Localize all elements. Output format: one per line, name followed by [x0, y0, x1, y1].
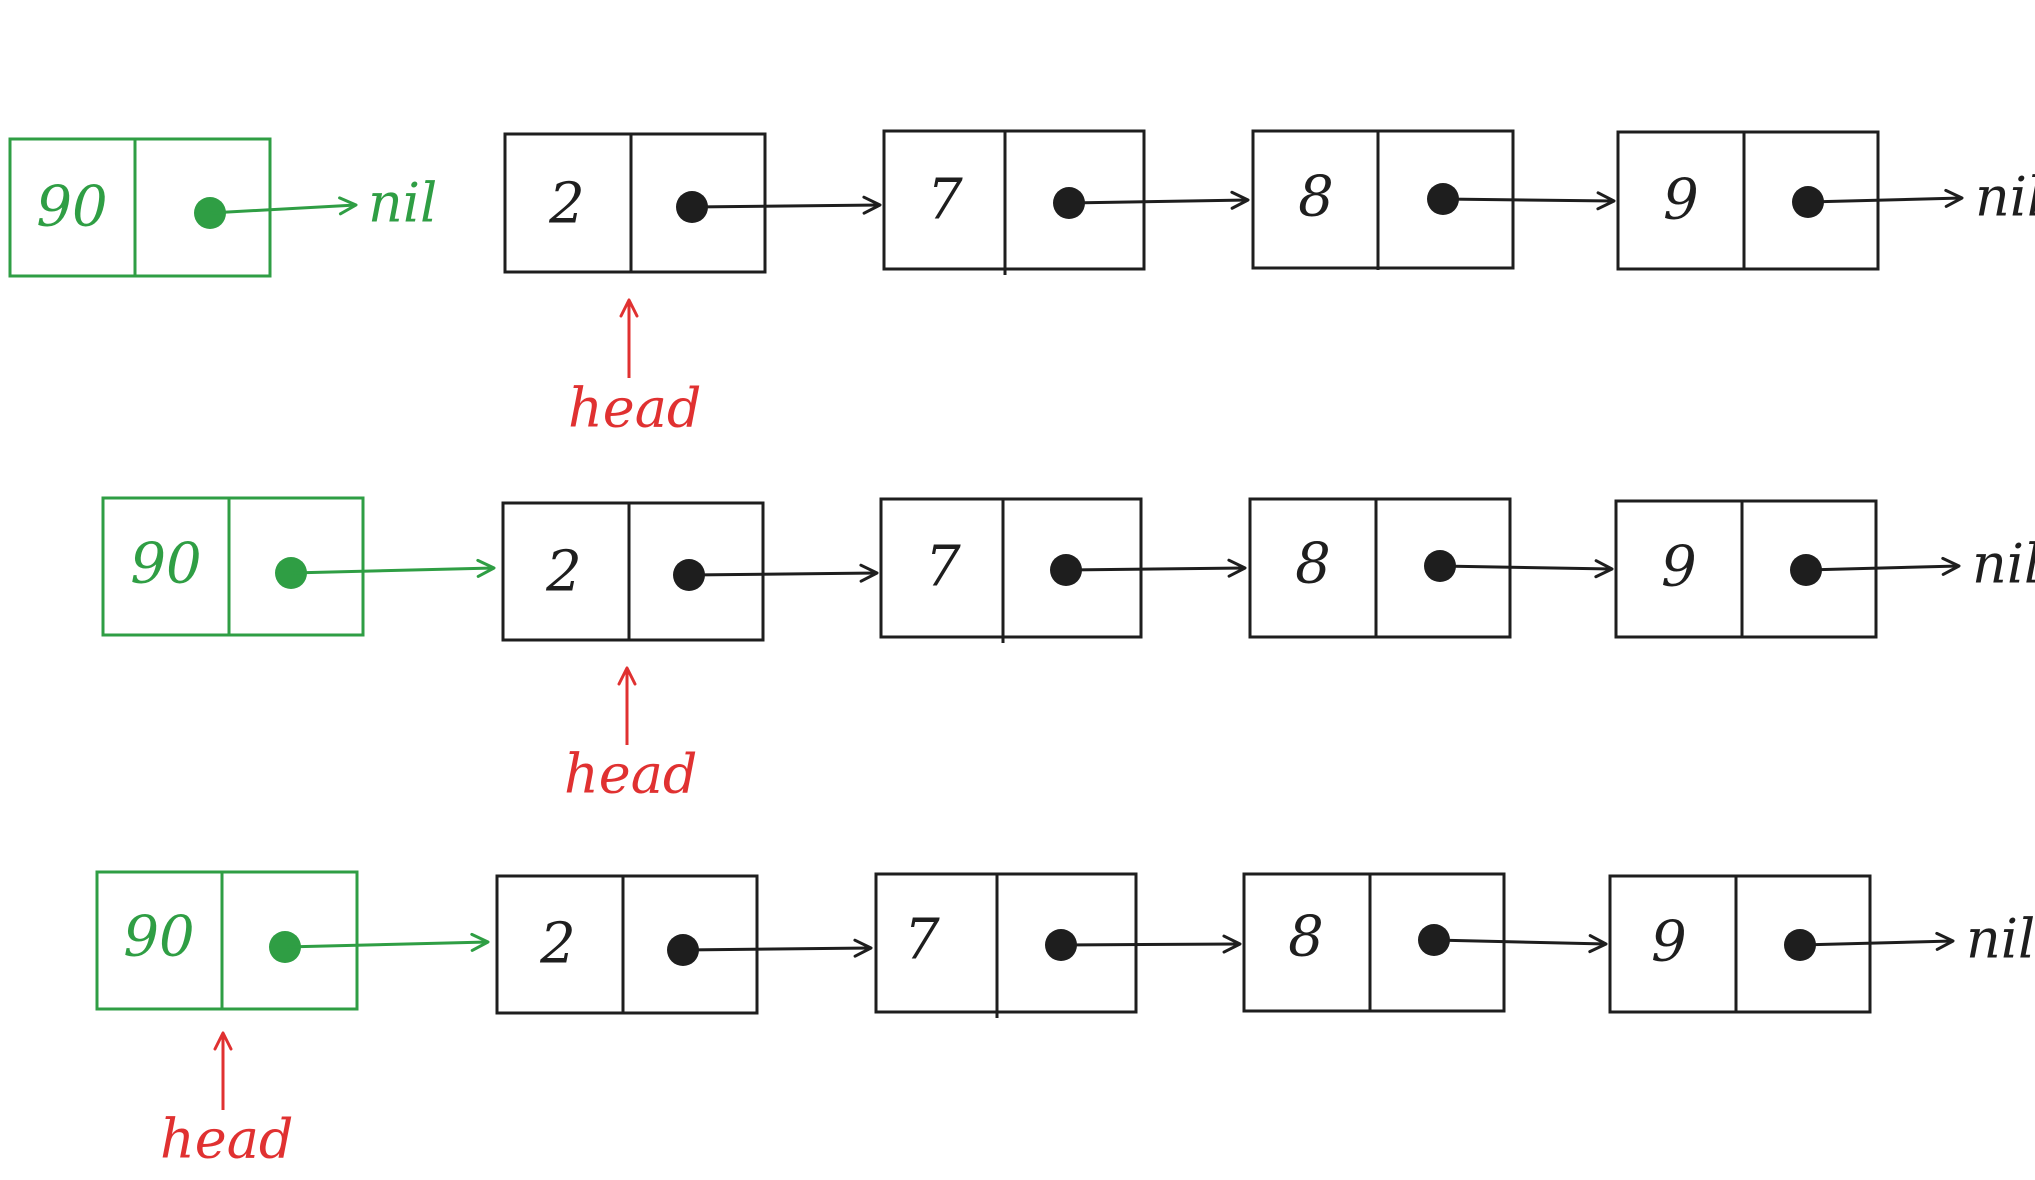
new-node-box: [95, 870, 359, 1011]
new-node-next-arrow: [290, 558, 496, 578]
list-node-value: 2: [548, 172, 585, 237]
new-node-next-arrow: [209, 196, 358, 216]
tail-nil-label: nil: [1975, 166, 2035, 229]
list-node: 9: [1614, 499, 1878, 639]
list-node-value: 7: [925, 535, 961, 600]
row-2: 90 2 7 8 9: [101, 496, 2035, 806]
list-node-value: 7: [904, 908, 940, 973]
tail-nil-label: nil: [1966, 908, 2035, 971]
next-arrow: [691, 195, 882, 215]
list-node: 8: [1242, 872, 1506, 1013]
new-node-next-arrow: [284, 932, 490, 952]
list-node-value: 9: [1651, 910, 1687, 975]
next-arrow: [1065, 558, 1247, 578]
next-arrow: [682, 938, 873, 958]
list-node: 2: [501, 501, 765, 642]
list-node-box: [495, 874, 759, 1015]
new-node: 90: [95, 870, 359, 1011]
list-node-box: [882, 129, 1146, 271]
new-node: 90: [101, 496, 365, 637]
head-label: head: [568, 377, 702, 440]
next-arrow: [1439, 559, 1614, 579]
new-node-value: 90: [130, 532, 201, 597]
tail-nil-label: nil: [1972, 533, 2035, 596]
list-node-value: 2: [539, 912, 576, 977]
list-node-value: 9: [1661, 535, 1697, 600]
row-3: 90 2 7 8 9: [95, 870, 2035, 1171]
list-node-value: 2: [545, 540, 582, 605]
tail-arrow: [1805, 556, 1961, 576]
new-node-nil-label: nil: [368, 172, 437, 235]
list-node-box: [1242, 872, 1506, 1013]
list-node-value: 9: [1663, 168, 1699, 233]
list-node-box: [503, 132, 767, 274]
list-node-value: 7: [927, 168, 963, 233]
next-arrow: [1442, 191, 1616, 211]
list-node: 2: [495, 874, 759, 1015]
next-arrow: [688, 563, 879, 583]
new-node-value: 90: [123, 905, 194, 970]
new-node: 90: [8, 137, 272, 278]
head-label: head: [160, 1108, 294, 1171]
list-node: 8: [1251, 129, 1515, 270]
list-node: 7: [874, 872, 1138, 1018]
list-node-value: 8: [1288, 905, 1324, 970]
tail-arrow: [1799, 931, 1955, 951]
list-node-box: [501, 501, 765, 642]
next-arrow: [1068, 190, 1250, 210]
new-node-value: 90: [36, 175, 107, 240]
list-node: 2: [503, 132, 767, 274]
tail-arrow: [1807, 188, 1964, 208]
list-node-box: [874, 872, 1138, 1014]
list-node: 7: [882, 129, 1146, 275]
list-node-value: 8: [1295, 532, 1331, 597]
head-label: head: [564, 743, 698, 806]
next-arrow: [1433, 934, 1608, 954]
new-node-box: [8, 137, 272, 278]
new-node-box: [101, 496, 365, 637]
row-1: 90 nil 2 7 8 9: [8, 129, 2035, 440]
next-arrow: [1060, 934, 1242, 954]
list-node-value: 8: [1298, 165, 1334, 230]
list-node-box: [879, 497, 1143, 639]
